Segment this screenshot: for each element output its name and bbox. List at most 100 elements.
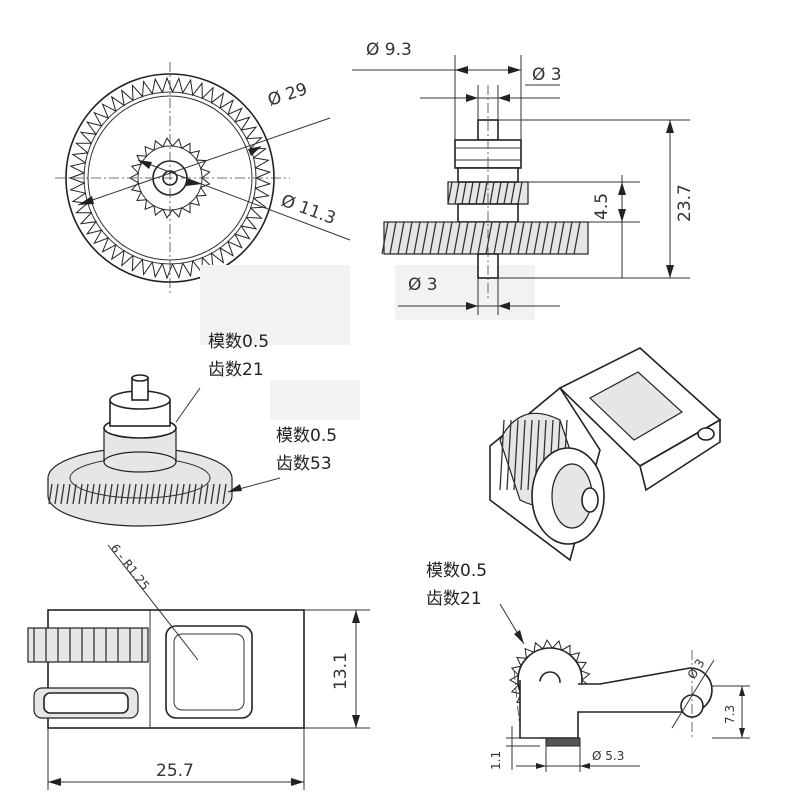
arrow-head (739, 686, 745, 696)
tooth-hatch (54, 483, 59, 505)
tooth-hatch (489, 181, 495, 205)
bracket-window-outer (165, 625, 253, 719)
dim-bracket-height: 13.1 (331, 652, 351, 690)
tooth-hatch (445, 221, 453, 255)
gear-profile-teeth (33, 628, 143, 662)
tooth-hatch (509, 221, 517, 255)
dim-leader-pinion (137, 159, 351, 241)
tooth-hatch (469, 221, 477, 255)
tooth-hatch (186, 483, 191, 505)
bracket-gear-teeth: 齿数21 (426, 589, 482, 609)
tooth-hatch (453, 221, 461, 255)
tooth-hatch (454, 181, 460, 205)
tooth-hatch (517, 221, 525, 255)
arrow-head (352, 715, 360, 728)
tooth-hatch (461, 221, 469, 255)
tooth-hatch (485, 221, 493, 255)
tooth-hatch (84, 483, 89, 505)
tooth-hatch (174, 483, 179, 505)
dim-pinion-height: 4.5 (592, 193, 612, 220)
pinion-bottom (103, 451, 177, 473)
bracket-window (588, 371, 684, 441)
arrow-head (618, 209, 626, 222)
leader-line (107, 544, 199, 661)
bracket-isometric-view (489, 347, 722, 562)
tooth-hatch (66, 483, 71, 505)
arrow-head (291, 778, 304, 786)
tooth-hatch (429, 221, 437, 255)
pulley-hole (581, 487, 599, 513)
small-gear-teeth: 齿数21 (208, 360, 264, 380)
tooth-hatch (150, 483, 155, 505)
tooth-hatch (468, 181, 474, 205)
tooth-hatch (114, 483, 119, 505)
arrow-head (536, 763, 546, 769)
blurred-region (200, 265, 535, 420)
tooth-hatch (204, 483, 209, 505)
blur-patch (395, 265, 535, 320)
bracket-side-view: 模数0.5 齿数21 Ø 3 7.3 Ø 5.3 1.1 (426, 561, 750, 772)
centerline (513, 669, 521, 731)
tooth-hatch (90, 483, 95, 505)
tooth-hatch (510, 181, 516, 205)
large-gear-rim (47, 478, 233, 527)
tooth-hatch (132, 483, 137, 505)
small-gear-module: 模数0.5 (208, 332, 269, 352)
dim-outer-diameter: Ø 29 (265, 79, 310, 111)
tooth-hatch (557, 221, 565, 255)
tooth-hatch (477, 221, 485, 255)
tooth-hatch (156, 483, 161, 505)
tooth-hatch (162, 483, 167, 505)
arrow-head (228, 484, 242, 492)
arrow-head (666, 265, 674, 278)
shaft-end (131, 374, 149, 382)
gear-profile (27, 627, 149, 663)
arrow-head (666, 120, 674, 133)
tooth-hatch (389, 221, 397, 255)
tooth-hatch (447, 181, 453, 205)
tooth-hatch (525, 221, 533, 255)
dim-boss-diameter: Ø 5.3 (592, 749, 624, 763)
arrow-head (455, 66, 468, 74)
tooth-hatch (222, 483, 227, 505)
pinion-teeth-hatch (447, 181, 523, 205)
dim-bracket-width: 25.7 (156, 761, 194, 781)
arrow-head (352, 610, 360, 623)
tooth-hatch (493, 221, 501, 255)
tooth-hatch (506, 419, 512, 491)
tooth-hatch (72, 483, 77, 505)
dim-shaft-top-diameter: Ø 3 (532, 65, 562, 85)
arrow-head (186, 179, 202, 186)
bracket-window-inner (173, 633, 245, 711)
tooth-hatch (499, 419, 505, 491)
dim-total-height: 23.7 (675, 184, 695, 222)
leader-line (175, 387, 201, 423)
tooth-hatch (482, 181, 488, 205)
dim-offset: 1.1 (489, 751, 503, 770)
arrow-head (739, 728, 745, 738)
tooth-hatch (397, 221, 405, 255)
arrow-head (618, 182, 626, 195)
tooth-hatch (437, 221, 445, 255)
tooth-hatch (48, 483, 53, 505)
dim-fillet: 6 - R1.25 (108, 541, 153, 593)
dim-side-height: 7.3 (723, 705, 737, 724)
blur-patch (200, 265, 350, 345)
tooth-hatch (549, 221, 557, 255)
leader-line (671, 659, 715, 729)
dim-shaft-bottom-diameter: Ø 3 (408, 275, 438, 295)
bracket-side-boss (545, 737, 581, 747)
tooth-hatch (413, 221, 421, 255)
pulley-groove-profile (43, 692, 129, 714)
tooth-hatch (513, 419, 519, 491)
arrow-head (498, 302, 510, 310)
dim-pinion-diameter: Ø 11.3 (278, 191, 338, 229)
arrow-head (580, 763, 590, 769)
tooth-hatch (126, 483, 131, 505)
dim-leader-outer (77, 117, 331, 206)
tooth-hatch (461, 181, 467, 205)
tooth-hatch (60, 483, 65, 505)
arrow-head (48, 778, 61, 786)
bracket-pivot-hole (697, 427, 715, 441)
